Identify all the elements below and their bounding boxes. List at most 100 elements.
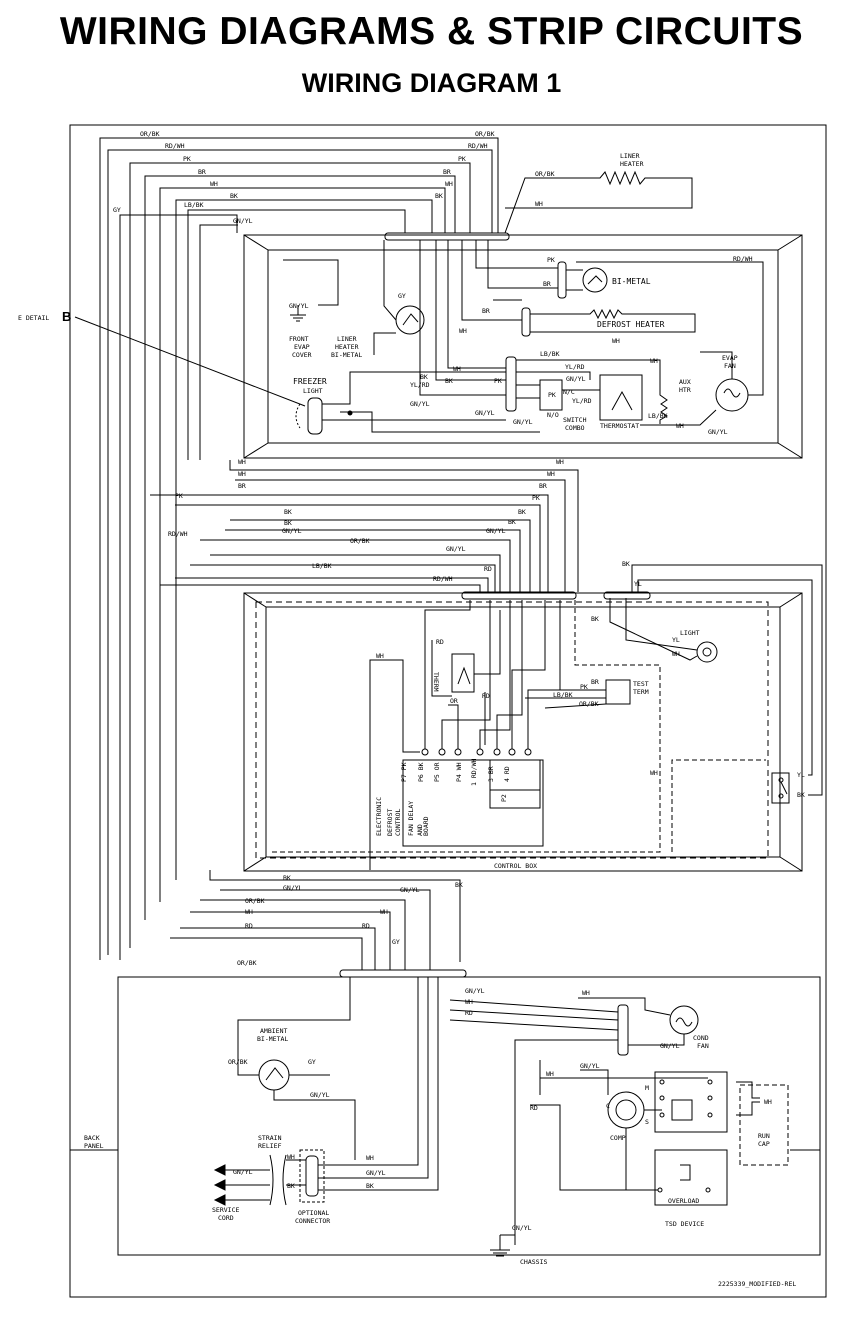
wire-label: RD: [484, 565, 492, 573]
wire-label: PK: [458, 155, 466, 163]
comp-s-label: S: [645, 1118, 649, 1126]
evap-fan-label: EVAP: [722, 354, 738, 362]
wire-label: WH: [582, 989, 590, 997]
bi-metal-label: BI-METAL: [612, 277, 651, 286]
liner-heater-bimetal-label: HEATER: [335, 343, 359, 351]
wire-label: GN/YL: [233, 217, 253, 225]
service-cord-label: SERVICE: [212, 1206, 239, 1214]
wire-label: BK: [591, 615, 599, 623]
wire-label: GN/YL: [660, 1042, 680, 1050]
liner-heater-label: LINER: [620, 152, 640, 160]
board-label: CONTROL: [394, 809, 402, 836]
wire-label: GN/YL: [282, 527, 302, 535]
wire-label: RD: [530, 1104, 538, 1112]
wire-label: RD: [245, 922, 253, 930]
wire-label: RD/WH: [433, 575, 453, 583]
run-cap-label: RUN: [758, 1132, 770, 1140]
wire-label: WH: [445, 180, 453, 188]
front-evap-cover-label: FRONT: [289, 335, 309, 343]
wire-label: PK: [548, 391, 556, 399]
board-pin-label: P7 PK: [400, 762, 408, 782]
wire-label: BK: [518, 508, 526, 516]
comp-label: COMP: [610, 1134, 626, 1142]
wire-label: WH: [238, 458, 246, 466]
diagram-frame: [69, 124, 827, 1298]
wire-label: WH: [556, 458, 564, 466]
test-term-label: TERM: [633, 688, 649, 696]
comp-c-label: C: [606, 1102, 610, 1110]
wire-label: GN/YL: [708, 428, 728, 436]
wire-label: WH: [676, 422, 684, 430]
wire-label: WH: [376, 652, 384, 660]
light-label: LIGHT: [680, 629, 700, 637]
detail-letter: B: [62, 309, 71, 324]
wire-label: RD/WH: [168, 530, 188, 538]
page-title: WIRING DIAGRAMS & STRIP CIRCUITS: [59, 10, 804, 53]
front-evap-cover-label: EVAP: [294, 343, 310, 351]
wire-label: WH: [546, 1070, 554, 1078]
freezer-harness-connector: [384, 232, 510, 241]
wire-label: GN/YL: [283, 884, 303, 892]
wire-label: YL: [672, 636, 680, 644]
wire-label: YL/RD: [565, 363, 585, 371]
wire-label: WH: [612, 337, 620, 345]
comp-m-label: M: [645, 1084, 649, 1092]
wire-label: OR/BK: [228, 1058, 248, 1066]
wire-label: BR: [238, 482, 246, 490]
wire-label: GN/YL: [289, 302, 309, 310]
wire-label: WH: [672, 650, 680, 658]
wire-label: GN/YL: [410, 400, 430, 408]
optional-connector-label: OPTIONAL: [298, 1209, 329, 1217]
wire-label: GN/YL: [366, 1169, 386, 1177]
wire-label: BK: [445, 377, 453, 385]
board-label: BOARD: [422, 816, 430, 836]
ambient-label: AMBIENT: [260, 1027, 287, 1035]
strain-relief-label: STRAIN: [258, 1134, 282, 1142]
wire-label: BK: [420, 373, 428, 381]
ambient-label: BI-METAL: [257, 1035, 288, 1043]
wire-label: RD/WH: [165, 142, 185, 150]
wire-label: BK: [508, 518, 516, 526]
wire-label: BK: [622, 560, 630, 568]
wire-label: PK: [547, 256, 555, 264]
wire-label: GY: [392, 938, 400, 946]
wire-label: RD/WH: [733, 255, 753, 263]
liner-heater-bimetal-label: BI-METAL: [331, 351, 362, 359]
cond-fan-label: COND: [693, 1034, 709, 1042]
wire-label: GY: [398, 292, 406, 300]
wire-label: GN/YL: [486, 527, 506, 535]
control-box: [243, 592, 803, 872]
back-harness-connector: [339, 969, 467, 978]
p2-label: P2: [500, 794, 508, 802]
wire-label: GY: [308, 1058, 316, 1066]
wire-label: GN/YL: [512, 1224, 532, 1232]
wire-label: LB/BK: [540, 350, 560, 358]
freezer-light-label: FREEZER: [293, 377, 327, 386]
front-evap-cover-label: COVER: [292, 351, 312, 359]
wire-label: WH: [764, 1098, 772, 1106]
wire-label: WH: [238, 470, 246, 478]
wire-label: WH: [245, 908, 253, 916]
freezer-light-label: LIGHT: [303, 387, 323, 395]
wire-label: BR: [198, 168, 206, 176]
wire-label: WH: [650, 357, 658, 365]
wire-label: BR: [539, 482, 547, 490]
wire-label: WH: [287, 1153, 295, 1161]
no-label: N/O: [547, 411, 559, 419]
wire-label: YL/RD: [572, 397, 592, 405]
aux-htr-label: AUX: [679, 378, 691, 386]
wire-label: BK: [287, 1182, 295, 1190]
wire-label: GY: [113, 206, 121, 214]
wire-label: BR: [443, 168, 451, 176]
control-harness-connector: [461, 591, 577, 600]
evap-fan-label: FAN: [724, 362, 736, 370]
wire-label: LB/BK: [553, 691, 573, 699]
wire-label: GN/YL: [233, 1168, 253, 1176]
wire-label: GN/YL: [566, 375, 586, 383]
wire-label: PK: [580, 683, 588, 691]
wire-label: WH: [547, 470, 555, 478]
board-label: FAN DELAY: [407, 801, 415, 836]
freezer-compartment: [243, 234, 803, 459]
defrost-control-board: [402, 759, 544, 847]
wire-label: BK: [284, 519, 292, 527]
